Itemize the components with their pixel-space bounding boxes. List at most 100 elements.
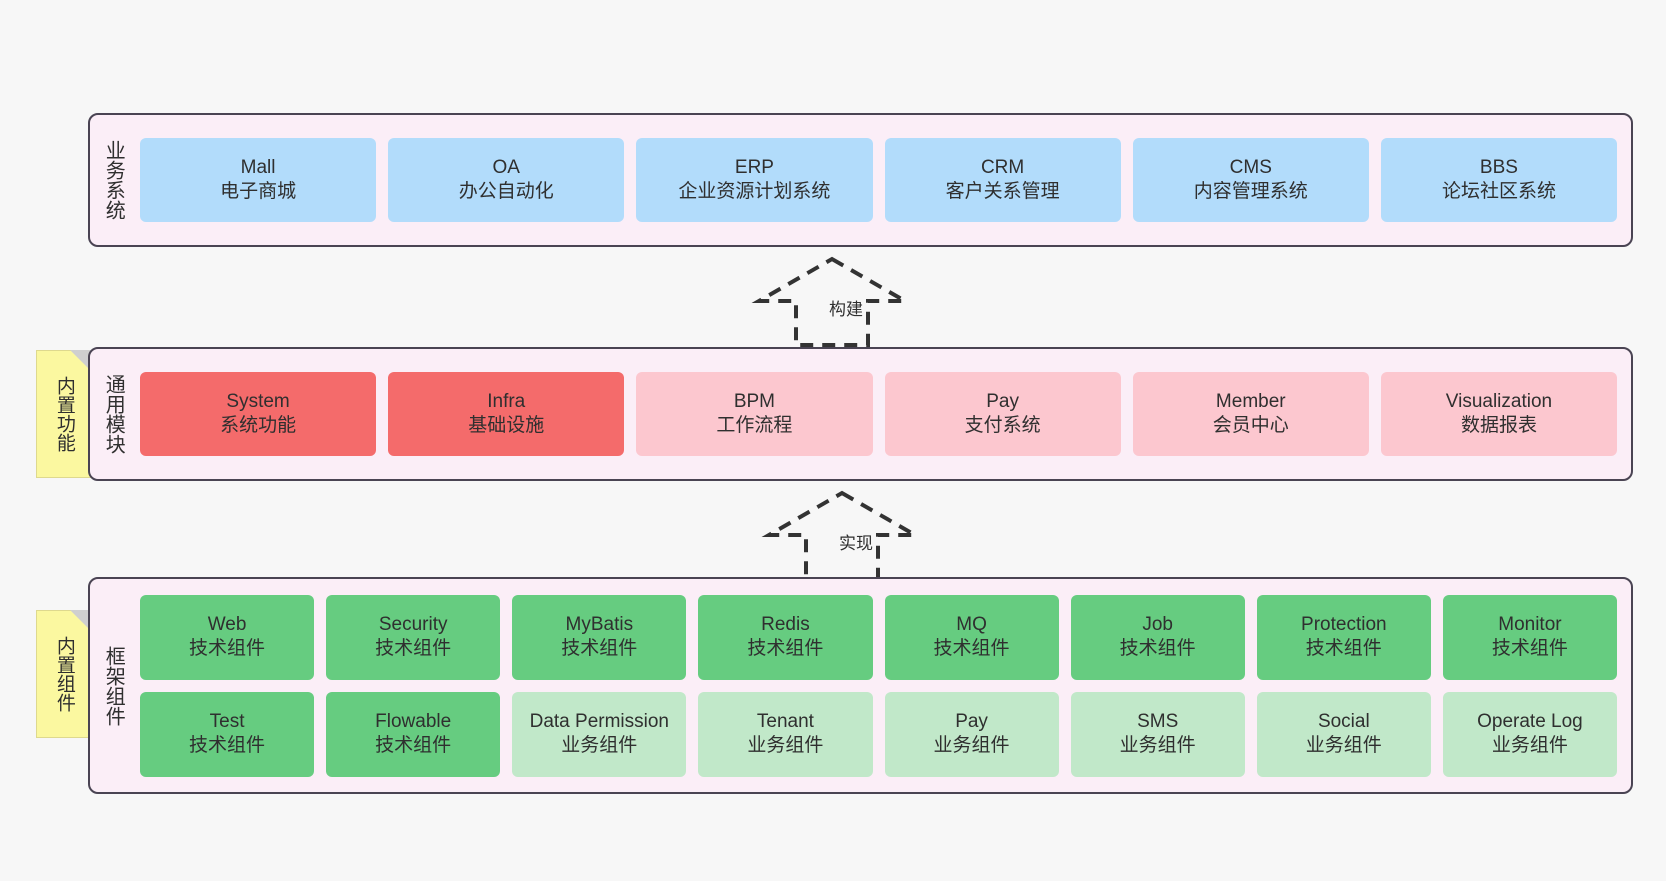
card-title: Member <box>1215 390 1286 412</box>
card-social[interactable]: Social 业务组件 <box>1256 691 1431 777</box>
card-test[interactable]: Test 技术组件 <box>140 691 315 777</box>
arrow-implement-label: 实现 <box>839 534 873 553</box>
card-subtitle: 业务组件 <box>1491 735 1568 756</box>
card-mybatis[interactable]: MyBatis 技术组件 <box>512 594 687 680</box>
card-subtitle: 业务组件 <box>561 735 638 756</box>
card-subtitle: 技术组件 <box>933 638 1010 659</box>
card-title: ERP <box>734 156 774 178</box>
card-subtitle: 会员中心 <box>1212 415 1289 436</box>
layer-body-business: Mall 电子商城 OA 办公自动化 ERP 企业资源计划系统 CRM 客户关系… <box>136 115 1631 245</box>
card-title: Tenant <box>756 710 814 732</box>
card-title: System <box>226 390 290 412</box>
layer-title-business: 业务系统 <box>102 140 125 220</box>
card-subtitle: 数据报表 <box>1460 415 1537 436</box>
card-erp[interactable]: ERP 企业资源计划系统 <box>636 138 873 222</box>
card-title: Security <box>378 613 448 635</box>
common-card-row: System 系统功能 Infra 基础设施 BPM 工作流程 Pay 支付系统… <box>140 372 1618 456</box>
card-subtitle: 基础设施 <box>468 415 545 436</box>
card-web[interactable]: Web 技术组件 <box>140 594 315 680</box>
card-subtitle: 客户关系管理 <box>945 181 1060 202</box>
card-title: MyBatis <box>565 613 634 635</box>
card-title: Job <box>1142 613 1173 635</box>
card-job[interactable]: Job 技术组件 <box>1070 594 1245 680</box>
card-title: CRM <box>980 156 1025 178</box>
card-subtitle: 技术组件 <box>1119 638 1196 659</box>
card-title: Operate Log <box>1477 710 1583 732</box>
card-bpm[interactable]: BPM 工作流程 <box>636 372 873 456</box>
arrow-build-label: 构建 <box>829 300 863 319</box>
card-title: BBS <box>1479 156 1518 178</box>
card-monitor[interactable]: Monitor 技术组件 <box>1442 594 1617 680</box>
card-subtitle: 电子商城 <box>220 181 297 202</box>
card-pay-business[interactable]: Pay 业务组件 <box>884 691 1059 777</box>
card-mq[interactable]: MQ 技术组件 <box>884 594 1059 680</box>
card-title: BPM <box>733 390 776 412</box>
card-member[interactable]: Member 会员中心 <box>1132 372 1369 456</box>
card-cms[interactable]: CMS 内容管理系统 <box>1132 138 1369 222</box>
card-title: Pay <box>955 710 988 732</box>
card-title: CMS <box>1229 156 1272 178</box>
card-title: Infra <box>487 390 526 412</box>
card-data-permission[interactable]: Data Permission 业务组件 <box>512 691 687 777</box>
card-title: Monitor <box>1498 613 1562 635</box>
card-tenant[interactable]: Tenant 业务组件 <box>698 691 873 777</box>
card-title: SMS <box>1137 710 1179 732</box>
card-subtitle: 论坛社区系统 <box>1441 181 1556 202</box>
card-subtitle: 办公自动化 <box>458 181 554 202</box>
card-redis[interactable]: Redis 技术组件 <box>698 594 873 680</box>
card-title: Social <box>1317 710 1370 732</box>
sticky-note-builtin-components: 内置组件 <box>36 610 92 738</box>
card-subtitle: 内容管理系统 <box>1193 181 1308 202</box>
card-title: Pay <box>986 390 1019 412</box>
card-protection[interactable]: Protection 技术组件 <box>1256 594 1431 680</box>
card-oa[interactable]: OA 办公自动化 <box>388 138 625 222</box>
framework-business-row: Test 技术组件 Flowable 技术组件 Data Permission … <box>140 691 1617 777</box>
card-subtitle: 系统功能 <box>220 415 297 436</box>
card-title: Flowable <box>375 710 452 732</box>
layer-body-common: System 系统功能 Infra 基础设施 BPM 工作流程 Pay 支付系统… <box>136 349 1631 479</box>
card-subtitle: 业务组件 <box>747 735 824 756</box>
card-subtitle: 技术组件 <box>1491 638 1568 659</box>
layer-common-modules: 通用模块 System 系统功能 Infra 基础设施 BPM 工作流程 Pay… <box>88 347 1633 481</box>
card-subtitle: 业务组件 <box>933 735 1010 756</box>
card-flowable[interactable]: Flowable 技术组件 <box>326 691 501 777</box>
layer-title-framework: 框架组件 <box>102 645 125 726</box>
card-title: Protection <box>1301 613 1387 635</box>
card-subtitle: 工作流程 <box>716 415 793 436</box>
card-mall[interactable]: Mall 电子商城 <box>140 138 377 222</box>
card-subtitle: 技术组件 <box>1305 638 1382 659</box>
card-subtitle: 技术组件 <box>747 638 824 659</box>
card-operate-log[interactable]: Operate Log 业务组件 <box>1442 691 1617 777</box>
card-title: OA <box>492 156 520 178</box>
card-title: Data Permission <box>529 710 669 732</box>
card-subtitle: 技术组件 <box>189 735 266 756</box>
card-system[interactable]: System 系统功能 <box>140 372 377 456</box>
sticky-note-builtin-features: 内置功能 <box>36 350 92 478</box>
card-title: MQ <box>956 613 987 635</box>
card-subtitle: 业务组件 <box>1305 735 1382 756</box>
layer-title-common: 通用模块 <box>102 374 125 454</box>
card-subtitle: 支付系统 <box>964 415 1041 436</box>
card-visualization[interactable]: Visualization 数据报表 <box>1380 372 1618 456</box>
card-pay[interactable]: Pay 支付系统 <box>884 372 1121 456</box>
card-subtitle: 技术组件 <box>375 638 452 659</box>
layer-business-systems: 业务系统 Mall 电子商城 OA 办公自动化 ERP 企业资源计划系统 CRM… <box>88 113 1633 247</box>
card-title: Mall <box>240 156 276 178</box>
card-title: Test <box>209 710 245 732</box>
business-card-row: Mall 电子商城 OA 办公自动化 ERP 企业资源计划系统 CRM 客户关系… <box>140 138 1618 222</box>
card-bbs[interactable]: BBS 论坛社区系统 <box>1380 138 1618 222</box>
card-security[interactable]: Security 技术组件 <box>326 594 501 680</box>
arrow-build: 构建 <box>742 253 922 348</box>
framework-tech-row: Web 技术组件 Security 技术组件 MyBatis 技术组件 Redi… <box>140 594 1617 680</box>
card-sms[interactable]: SMS 业务组件 <box>1070 691 1245 777</box>
card-infra[interactable]: Infra 基础设施 <box>388 372 625 456</box>
card-subtitle: 业务组件 <box>1119 735 1196 756</box>
card-crm[interactable]: CRM 客户关系管理 <box>884 138 1121 222</box>
card-subtitle: 技术组件 <box>189 638 266 659</box>
layer-framework-components: 框架组件 Web 技术组件 Security 技术组件 MyBatis 技术组件… <box>88 577 1633 794</box>
layer-body-framework: Web 技术组件 Security 技术组件 MyBatis 技术组件 Redi… <box>136 579 1631 792</box>
card-subtitle: 技术组件 <box>561 638 638 659</box>
card-title: Redis <box>761 613 810 635</box>
arrow-implement: 实现 <box>752 487 932 582</box>
card-title: Web <box>207 613 247 635</box>
